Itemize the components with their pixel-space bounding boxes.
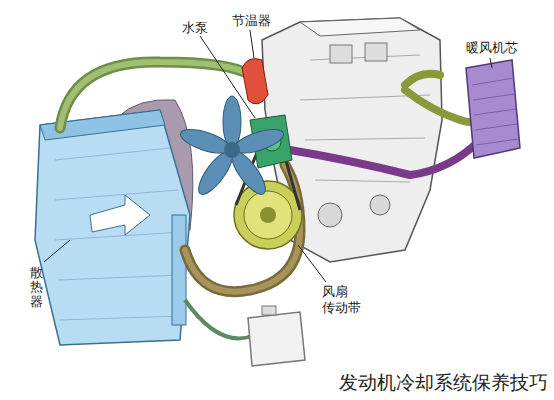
leader-line <box>298 245 326 282</box>
leader-lines <box>44 30 492 282</box>
leader-line <box>250 30 254 58</box>
heater-hose-return-end <box>405 74 440 85</box>
caption: 发动机冷却系统保养技巧 <box>337 370 550 396</box>
coolant-reservoir <box>248 306 305 366</box>
heater-hose-supply <box>290 140 480 175</box>
thermostat <box>242 59 268 104</box>
radiator <box>35 110 190 345</box>
leader-line <box>200 36 255 118</box>
upper-hose <box>60 62 250 128</box>
leader-line <box>44 240 70 262</box>
part-label: 水泵 <box>182 20 208 36</box>
leader-line <box>490 58 492 68</box>
part-label: 散热器 <box>30 266 43 309</box>
part-label: 暖风机芯 <box>466 40 518 56</box>
heater-core <box>466 60 520 158</box>
part-label: 节温器 <box>232 13 271 29</box>
part-label: 风扇 传动带 <box>322 284 366 315</box>
overflow-hose <box>185 300 255 338</box>
heater-hose-return <box>405 90 478 122</box>
upper-hose-highlight <box>60 62 250 128</box>
cooling-fan <box>178 96 286 199</box>
